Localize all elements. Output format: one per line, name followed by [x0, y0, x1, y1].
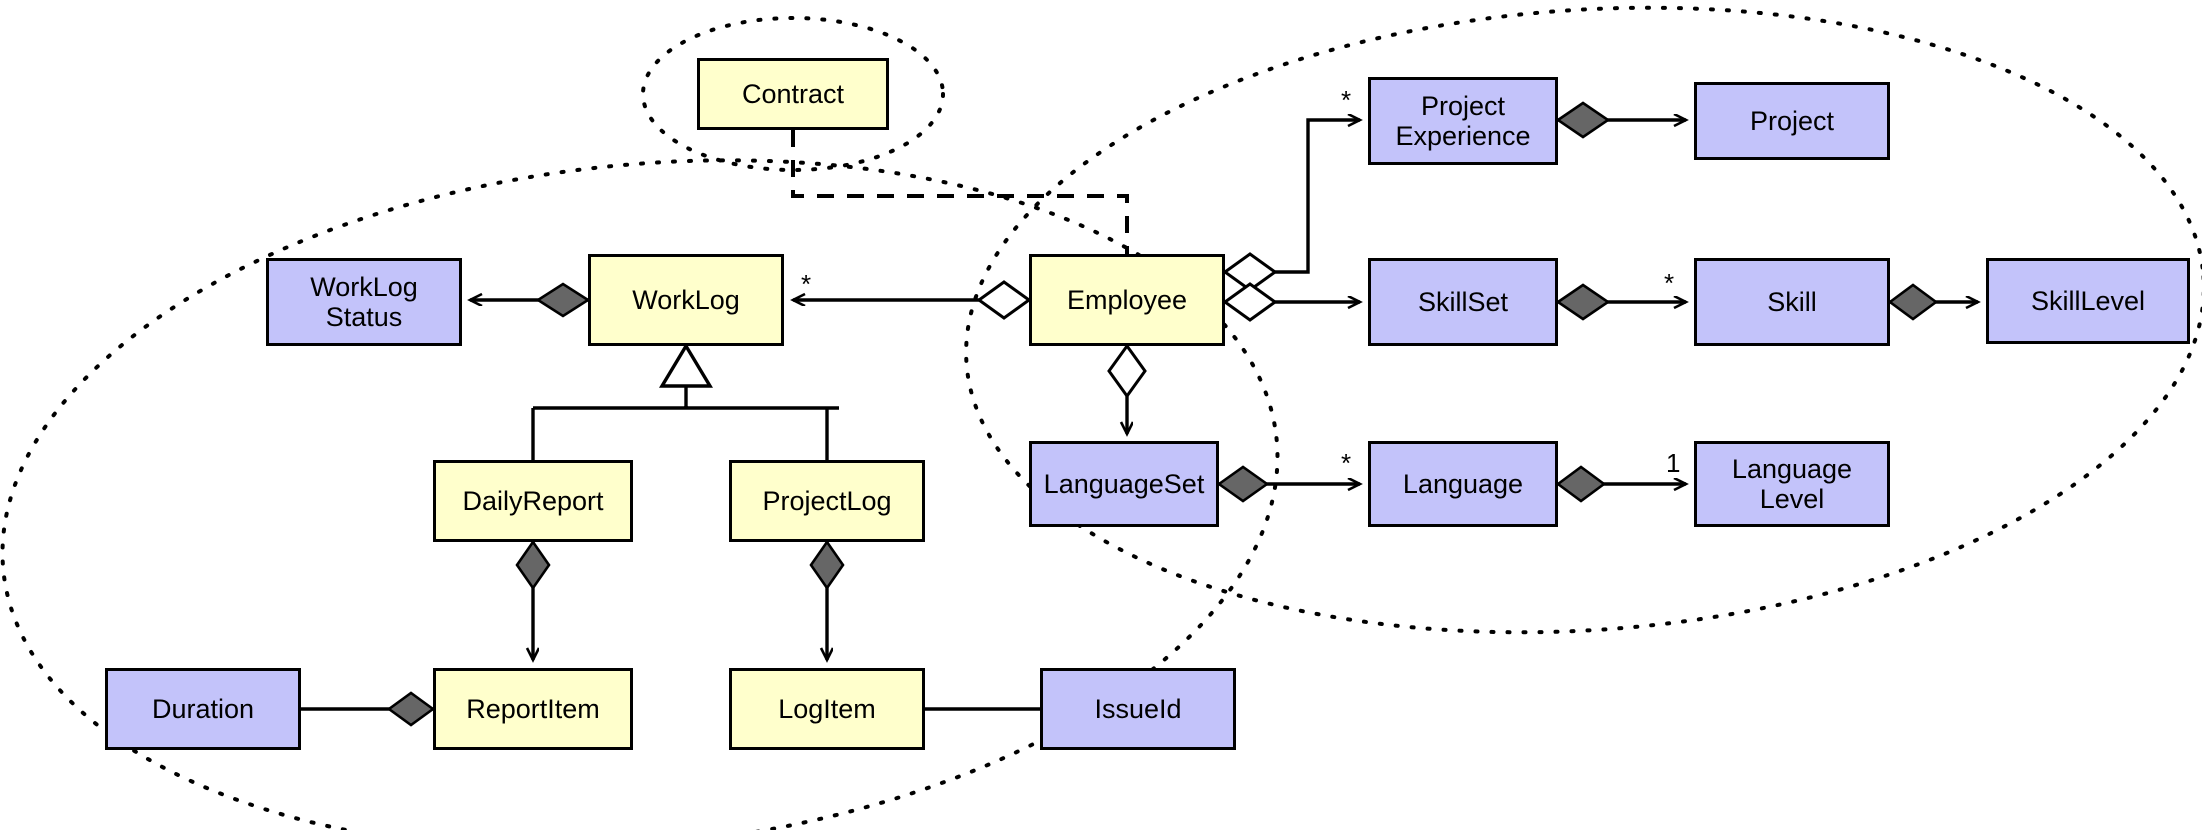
class-box-languageset[interactable]: LanguageSet [1029, 441, 1219, 527]
filled-diamond-icon [1887, 283, 1939, 321]
class-box-skillset[interactable]: SkillSet [1368, 258, 1558, 346]
hollow-diamond-icon [1107, 343, 1147, 399]
connector-employee-projectexperience [1222, 120, 1360, 292]
connector-projectexperience-project [1555, 101, 1686, 139]
class-box-employee[interactable]: Employee [1029, 254, 1225, 346]
filled-diamond-icon [809, 539, 845, 591]
multiplicity-label-worklog: * [801, 269, 812, 299]
filled-diamond-icon [386, 691, 436, 727]
class-box-contract[interactable]: Contract [697, 58, 889, 130]
class-box-duration[interactable]: Duration [105, 668, 301, 750]
class-box-reportitem[interactable]: ReportItem [433, 668, 633, 750]
class-box-projectlog[interactable]: ProjectLog [729, 460, 925, 542]
hollow-diamond-icon [1222, 252, 1278, 292]
connector-generalization-worklog [531, 342, 839, 460]
multiplicity-label-skill: * [1664, 268, 1675, 298]
class-box-dailyreport[interactable]: DailyReport [433, 460, 633, 542]
connector-contract-employee [791, 130, 1129, 254]
hollow-triangle-icon [658, 342, 714, 388]
class-box-language-level[interactable]: Language Level [1694, 441, 1890, 527]
connector-employee-languageset [1107, 343, 1147, 434]
grouping-ellipse-worklog [0, 158, 1280, 830]
multiplicity-label-language-level: 1 [1666, 448, 1681, 478]
connector-worklog-worklogstatus [470, 282, 591, 318]
filled-diamond-icon [1216, 465, 1270, 503]
class-box-language[interactable]: Language [1368, 441, 1558, 527]
class-box-logitem[interactable]: LogItem [729, 668, 925, 750]
class-box-project-experience[interactable]: Project Experience [1368, 77, 1558, 165]
filled-diamond-icon [1555, 101, 1611, 139]
multiplicity-label-project-experience: * [1341, 85, 1352, 115]
class-box-worklog-status[interactable]: WorkLog Status [266, 258, 462, 346]
filled-diamond-icon [1555, 465, 1607, 503]
filled-diamond-icon [535, 282, 591, 318]
class-box-skill[interactable]: Skill [1694, 258, 1890, 346]
connector-skill-skilllevel [1887, 283, 1978, 321]
connector-employee-worklog [793, 280, 1032, 320]
connector-dailyreport-reportitem [515, 539, 551, 660]
grouping-ellipse-employee [964, 5, 2202, 635]
hollow-diamond-icon [976, 280, 1032, 320]
connector-languageset-language [1216, 465, 1360, 503]
connector-duration-reportitem [301, 691, 436, 727]
filled-diamond-icon [515, 539, 551, 591]
connector-skillset-skill [1555, 283, 1686, 321]
hollow-diamond-icon [1222, 282, 1278, 322]
connector-language-languagelevel [1555, 465, 1686, 503]
class-box-worklog[interactable]: WorkLog [588, 254, 784, 346]
connector-employee-skillset [1222, 282, 1360, 322]
class-box-issueid[interactable]: IssueId [1040, 668, 1236, 750]
filled-diamond-icon [1555, 283, 1611, 321]
grouping-ellipse-contract [641, 16, 945, 172]
connector-projectlog-logitem [809, 539, 845, 660]
class-box-skilllevel[interactable]: SkillLevel [1986, 258, 2190, 344]
multiplicity-label-language: * [1341, 448, 1352, 478]
class-box-project[interactable]: Project [1694, 82, 1890, 160]
